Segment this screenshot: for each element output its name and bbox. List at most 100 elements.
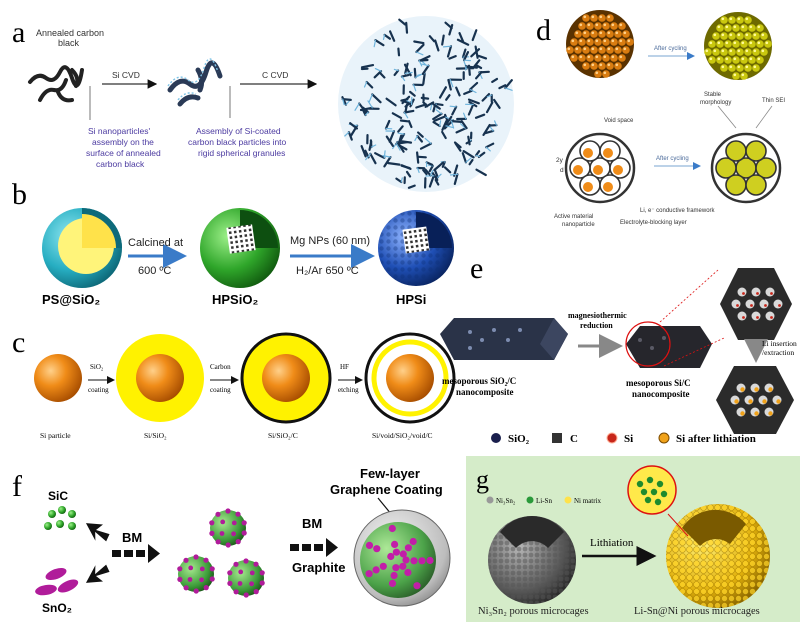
panel-d-conductive: Li, e⁻ conductive framework xyxy=(640,208,716,214)
prism-si-c xyxy=(626,322,712,368)
panel-g-letter: g xyxy=(476,465,489,494)
panel-e-arrow2-line1: Li insertion xyxy=(762,339,797,348)
ps-sio2-sphere xyxy=(42,208,122,288)
panel-c-arrow2-line2: coating xyxy=(210,386,231,394)
panel-d-stable-1: Stable xyxy=(704,92,722,98)
si-void-sio2-void-c-particle xyxy=(366,334,454,422)
panel-c-arrow3-line1: HF xyxy=(340,363,349,371)
panel-a-carbon-label-1: Annealed carbon xyxy=(36,28,104,38)
panel-a-carbon-label-2: black xyxy=(58,38,80,48)
panel-a-caption2-line1: Assembly of Si-coated xyxy=(196,126,281,136)
panel-b: b Calcined at 600 ºC Mg NPs (60 nm) H₂/A… xyxy=(12,178,454,307)
panel-c-label2: Si/SiO₂ xyxy=(144,431,167,440)
legend-ni-matrix: Ni matrix xyxy=(574,497,602,505)
arrow-si-cvd-label: Si CVD xyxy=(112,70,140,80)
panel-c-arrow1-line2: coating xyxy=(88,386,109,394)
legend-ni-matrix-marker xyxy=(565,497,572,504)
panel-a-caption2-line2: carbon black particles into xyxy=(188,137,287,147)
si-particle xyxy=(34,354,82,402)
arrow-bm2 xyxy=(290,538,338,557)
panel-d-active-2: nanoparticle xyxy=(562,222,595,228)
panel-f-letter: f xyxy=(12,470,22,503)
panel-a-caption1-line4: carbon black xyxy=(96,159,145,169)
panel-a-caption1-line3: surface of annealed xyxy=(86,148,161,158)
panel-g-legend: Ni₃Sn₂ Li-Sn Ni matrix xyxy=(487,497,602,506)
panel-e-label2-line2: nanocomposite xyxy=(632,389,690,399)
stable-leader xyxy=(718,106,736,128)
legend-ni3sn2: Ni₃Sn₂ xyxy=(496,497,516,505)
panel-a-letter: a xyxy=(12,16,25,49)
si-sio2-particle xyxy=(116,334,204,422)
arrow-c-cvd-label: C CVD xyxy=(262,70,288,80)
legend-si-marker xyxy=(607,433,617,443)
legend-sio2-marker xyxy=(491,433,501,443)
panel-a-caption2-line3: rigid spherical granules xyxy=(198,148,285,158)
si-coated-carbon xyxy=(168,59,220,104)
panel-d-dim-d: d xyxy=(560,167,564,174)
panel-b-arrow2-bottom: H₂/Ar 650 ºC xyxy=(296,265,359,277)
zoom-line-1 xyxy=(660,270,718,322)
panel-e-arrow1-line1: magnesiothermic xyxy=(568,311,627,320)
panel-c: c SiO₂ coating Carbon coating HF etching… xyxy=(12,326,454,440)
legend-sio2: SiO₂ xyxy=(508,433,530,445)
spherical-granule xyxy=(338,16,514,192)
panel-d-electrolyte: Electrolyte-blocking layer xyxy=(620,220,687,226)
prism-sio2-c xyxy=(440,318,568,360)
ni3sn2-microcage xyxy=(488,516,576,604)
arrow-sic-in xyxy=(81,518,112,545)
legend-ni3sn2-marker xyxy=(487,497,494,504)
legend-lisn: Li-Sn xyxy=(536,497,552,505)
panel-f-graphite: Graphite xyxy=(292,560,345,575)
hpsi-sphere xyxy=(378,210,454,286)
legend-lisn-marker xyxy=(527,497,534,504)
panel-c-label3: Si/SiO₂/C xyxy=(268,431,298,440)
thin-sei-leader xyxy=(756,106,772,128)
arrow-bm1 xyxy=(112,544,160,563)
panel-f: f SiC SnO₂ BM BM Graphite Few-layer Grap… xyxy=(12,466,450,615)
panel-a-caption1-line2: assembly on the xyxy=(92,137,154,147)
panel-f-sno2: SnO₂ xyxy=(42,601,72,615)
panel-d-dim-2y: 2y xyxy=(556,157,564,164)
panel-d: d After cycling Stable morphology Thin S… xyxy=(536,10,785,228)
li-sn-ni-microcage xyxy=(666,504,770,608)
sic-particles xyxy=(44,506,76,530)
hpsio2-sphere xyxy=(200,208,280,288)
panel-b-label2: HPSiO₂ xyxy=(212,292,258,307)
panel-f-sic: SiC xyxy=(48,489,68,503)
panel-b-arrow2-top: Mg NPs (60 nm) xyxy=(290,235,370,247)
hex-zoom-lithiated xyxy=(716,366,794,434)
panel-e-label1-line2: nanocomposite xyxy=(456,387,514,397)
graphene-coated-particle xyxy=(354,510,450,606)
panel-d-stable-2: morphology xyxy=(700,100,731,106)
panel-c-letter: c xyxy=(12,326,25,359)
panel-c-label1: Si particle xyxy=(40,431,71,440)
arrow-sno2-in xyxy=(81,561,112,588)
legend-si: Si xyxy=(624,433,633,445)
panel-c-arrow3-line2: etching xyxy=(338,386,359,394)
hex-framework-after xyxy=(712,134,780,202)
panel-b-arrow1-bottom: 600 ºC xyxy=(138,265,171,277)
composite-particles xyxy=(177,508,265,597)
panel-e-arrow2-line2: /extraction xyxy=(762,348,794,357)
sno2-particles xyxy=(34,566,80,597)
panel-e: e magnesiothermic reduction xyxy=(440,252,797,445)
panel-d-void-space: Void space xyxy=(604,118,634,124)
panel-d-letter: d xyxy=(536,14,551,47)
cluster-after-cycling xyxy=(704,12,772,80)
panel-b-letter: b xyxy=(12,178,27,211)
panel-c-label4: Si/void/SiO₂/void/C xyxy=(372,431,433,440)
panel-b-label3: HPSi xyxy=(396,292,426,307)
panel-g: g Ni₃Sn₂ Li-Sn Ni matrix Lithiation xyxy=(466,456,800,622)
panel-f-coating-2: Graphene Coating xyxy=(330,482,443,497)
legend-c: C xyxy=(570,433,578,445)
panel-b-label1: PS@SiO₂ xyxy=(42,292,100,307)
hex-zoom-si xyxy=(720,268,792,340)
panel-a: a Annealed carbon black Si CVD C CVD xyxy=(12,16,514,192)
panel-f-bm1: BM xyxy=(122,530,142,545)
panel-e-letter: e xyxy=(470,252,483,285)
si-sio2-c-particle xyxy=(242,334,330,422)
panel-d-active-1: Active material xyxy=(554,214,593,220)
panel-a-caption1-line1: Si nanoparticles' xyxy=(88,126,150,136)
